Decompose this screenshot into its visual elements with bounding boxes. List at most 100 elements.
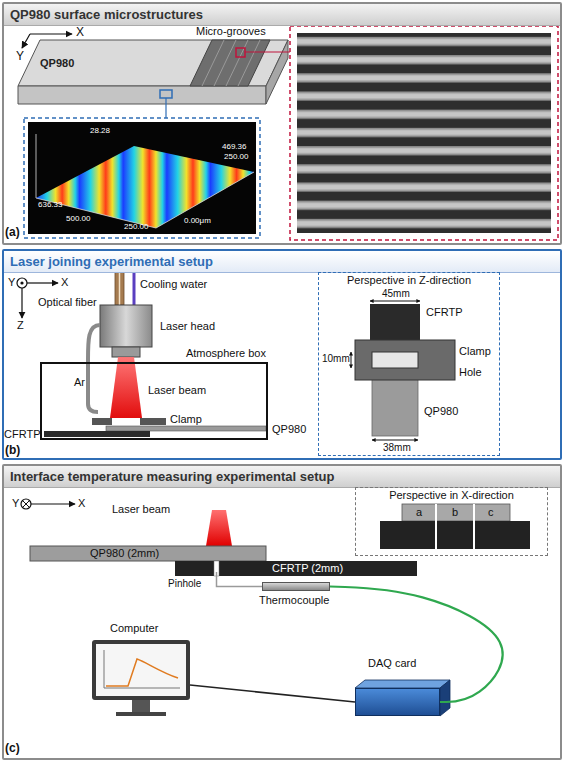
panel-tag: (a) — [5, 226, 20, 240]
fiber-core — [119, 272, 121, 305]
scale-number: 469.36 — [222, 142, 246, 151]
dimension-label: 45mm — [382, 288, 410, 300]
part-label: Pinhole — [168, 578, 201, 590]
zoom-leader — [245, 51, 290, 52]
axis-label: Y — [8, 276, 15, 289]
groove-line — [202, 40, 224, 86]
part-label: QP980 — [272, 423, 306, 436]
profile-axis — [156, 172, 254, 228]
part-label: Clamp — [170, 413, 202, 426]
part-label: QP980 — [40, 57, 74, 70]
groove-line — [238, 40, 260, 86]
scale-number: 250.00 — [124, 222, 148, 231]
atmosphere-box: Atmosphere box — [40, 362, 268, 440]
section-letter: c — [488, 506, 494, 519]
part-label: Laser beam — [112, 503, 170, 516]
laser-beam — [206, 510, 232, 546]
axis-label: Y — [12, 497, 19, 510]
panel-tag: (b) — [5, 444, 20, 458]
part-label: Laser beam — [148, 384, 206, 397]
section-slit — [435, 504, 437, 549]
daq-card: DAQ card — [355, 688, 440, 716]
argon-tube — [88, 325, 100, 412]
laser-head — [100, 305, 152, 347]
clamp — [92, 418, 112, 425]
profile-axis — [36, 134, 37, 198]
part-label: Cooling water — [140, 278, 207, 291]
axis-arrow — [31, 503, 75, 504]
dimension-line — [372, 440, 418, 441]
inset-frame — [24, 118, 260, 238]
cfrtp-plate — [370, 304, 420, 372]
part-label: CFRTP — [426, 306, 462, 319]
qp980-section — [402, 504, 510, 521]
box-label: Atmosphere box — [186, 347, 266, 360]
panel-tag: (c) — [5, 742, 20, 756]
plot-axes — [104, 650, 180, 688]
part-label: Ar — [74, 376, 85, 389]
panel-box: Interface temperature measuring experime… — [2, 464, 562, 760]
panel-heading: QP980 surface microstructures — [4, 4, 560, 26]
part-label: Computer — [110, 622, 158, 635]
cfrtp-plate — [44, 431, 150, 437]
plate-side-face — [266, 40, 288, 104]
laser-beam — [110, 357, 142, 418]
axis-in-symbol — [23, 501, 30, 508]
laser-nozzle — [112, 347, 140, 357]
axis-label: Y — [16, 50, 24, 64]
computer-monitor: Computer — [92, 640, 190, 700]
data-cable — [190, 685, 355, 702]
panel-box: QP980 surface microstructures — [2, 2, 562, 245]
scale-number: 500.00 — [66, 214, 90, 223]
part-label: QP980 (2mm) — [90, 547, 159, 560]
axis-arrow — [27, 282, 58, 283]
part-label: Micro-grooves — [196, 25, 266, 38]
dimension-label: 38mm — [383, 442, 411, 454]
signal-wire — [330, 587, 503, 703]
axis-arrow — [22, 34, 30, 48]
thermocouple: Thermocouple — [262, 582, 330, 591]
monitor-base — [116, 712, 166, 716]
inset-frame — [290, 26, 558, 240]
view-title: Perspective in X-direction — [356, 488, 547, 502]
section-slit — [473, 504, 475, 549]
clamp-hole — [372, 352, 418, 368]
axis-label: Z — [17, 319, 24, 332]
axis-label: X — [78, 497, 85, 510]
part-label: DAQ card — [368, 657, 416, 670]
part-label: Optical fiber — [38, 296, 97, 309]
scale-number: 28.28 — [90, 126, 110, 135]
dimension-line — [351, 352, 352, 368]
view-title: Perspective in Z-direction — [319, 273, 499, 287]
dimension-label: 10mm — [322, 353, 350, 365]
plot-curve — [106, 659, 178, 686]
monitor-screen — [96, 644, 186, 696]
part-label: Clamp — [459, 345, 491, 358]
part-label: Hole — [459, 366, 482, 379]
part-label: Thermocouple — [259, 594, 329, 607]
sem-image — [297, 33, 551, 233]
section-letter: b — [452, 506, 458, 519]
clamp — [140, 418, 166, 425]
axis-arrow — [30, 33, 72, 34]
cfrtp-section — [380, 521, 530, 549]
monitor-stand — [132, 700, 150, 712]
groove-line — [214, 40, 236, 86]
part-label: CFRTP (2mm) — [272, 562, 343, 575]
groove-region — [190, 40, 270, 86]
axis-label: X — [76, 26, 84, 40]
plate-top-face — [18, 40, 288, 86]
axis-in-symbol — [23, 501, 30, 508]
qp980-plate — [30, 546, 266, 561]
plate-front-face — [18, 86, 266, 104]
axis-out-symbol — [20, 281, 23, 284]
thermocouple-wire — [217, 572, 263, 587]
axis-in-symbol — [21, 499, 31, 509]
section-letter: a — [416, 506, 422, 519]
cooling-water-pipe — [133, 272, 136, 305]
panel-heading: Interface temperature measuring experime… — [4, 466, 560, 488]
scale-number: 250.00 — [224, 152, 248, 161]
axis-label: X — [61, 276, 68, 289]
part-label: CFRTP — [4, 428, 40, 441]
